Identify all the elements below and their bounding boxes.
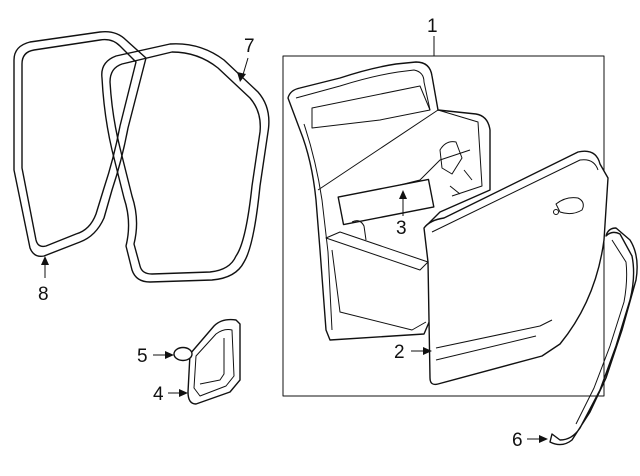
trim-panel-4 bbox=[187, 318, 241, 405]
callout-2: 2 bbox=[394, 342, 405, 363]
plug-5 bbox=[173, 346, 193, 362]
callout-5: 5 bbox=[137, 346, 148, 367]
callout-leaders bbox=[41, 36, 548, 443]
callout-3: 3 bbox=[396, 218, 407, 239]
edge-seal-6 bbox=[549, 227, 638, 446]
window-opening-3 bbox=[337, 178, 435, 226]
door-outer-panel-2 bbox=[423, 150, 609, 386]
weatherstrip-outer-8 bbox=[13, 30, 147, 258]
callout-4: 4 bbox=[153, 384, 164, 405]
callout-7: 7 bbox=[244, 36, 255, 57]
callout-6: 6 bbox=[512, 430, 523, 451]
callout-1: 1 bbox=[427, 16, 438, 37]
weatherstrip-inner-7 bbox=[101, 43, 270, 283]
callout-8: 8 bbox=[38, 284, 49, 305]
